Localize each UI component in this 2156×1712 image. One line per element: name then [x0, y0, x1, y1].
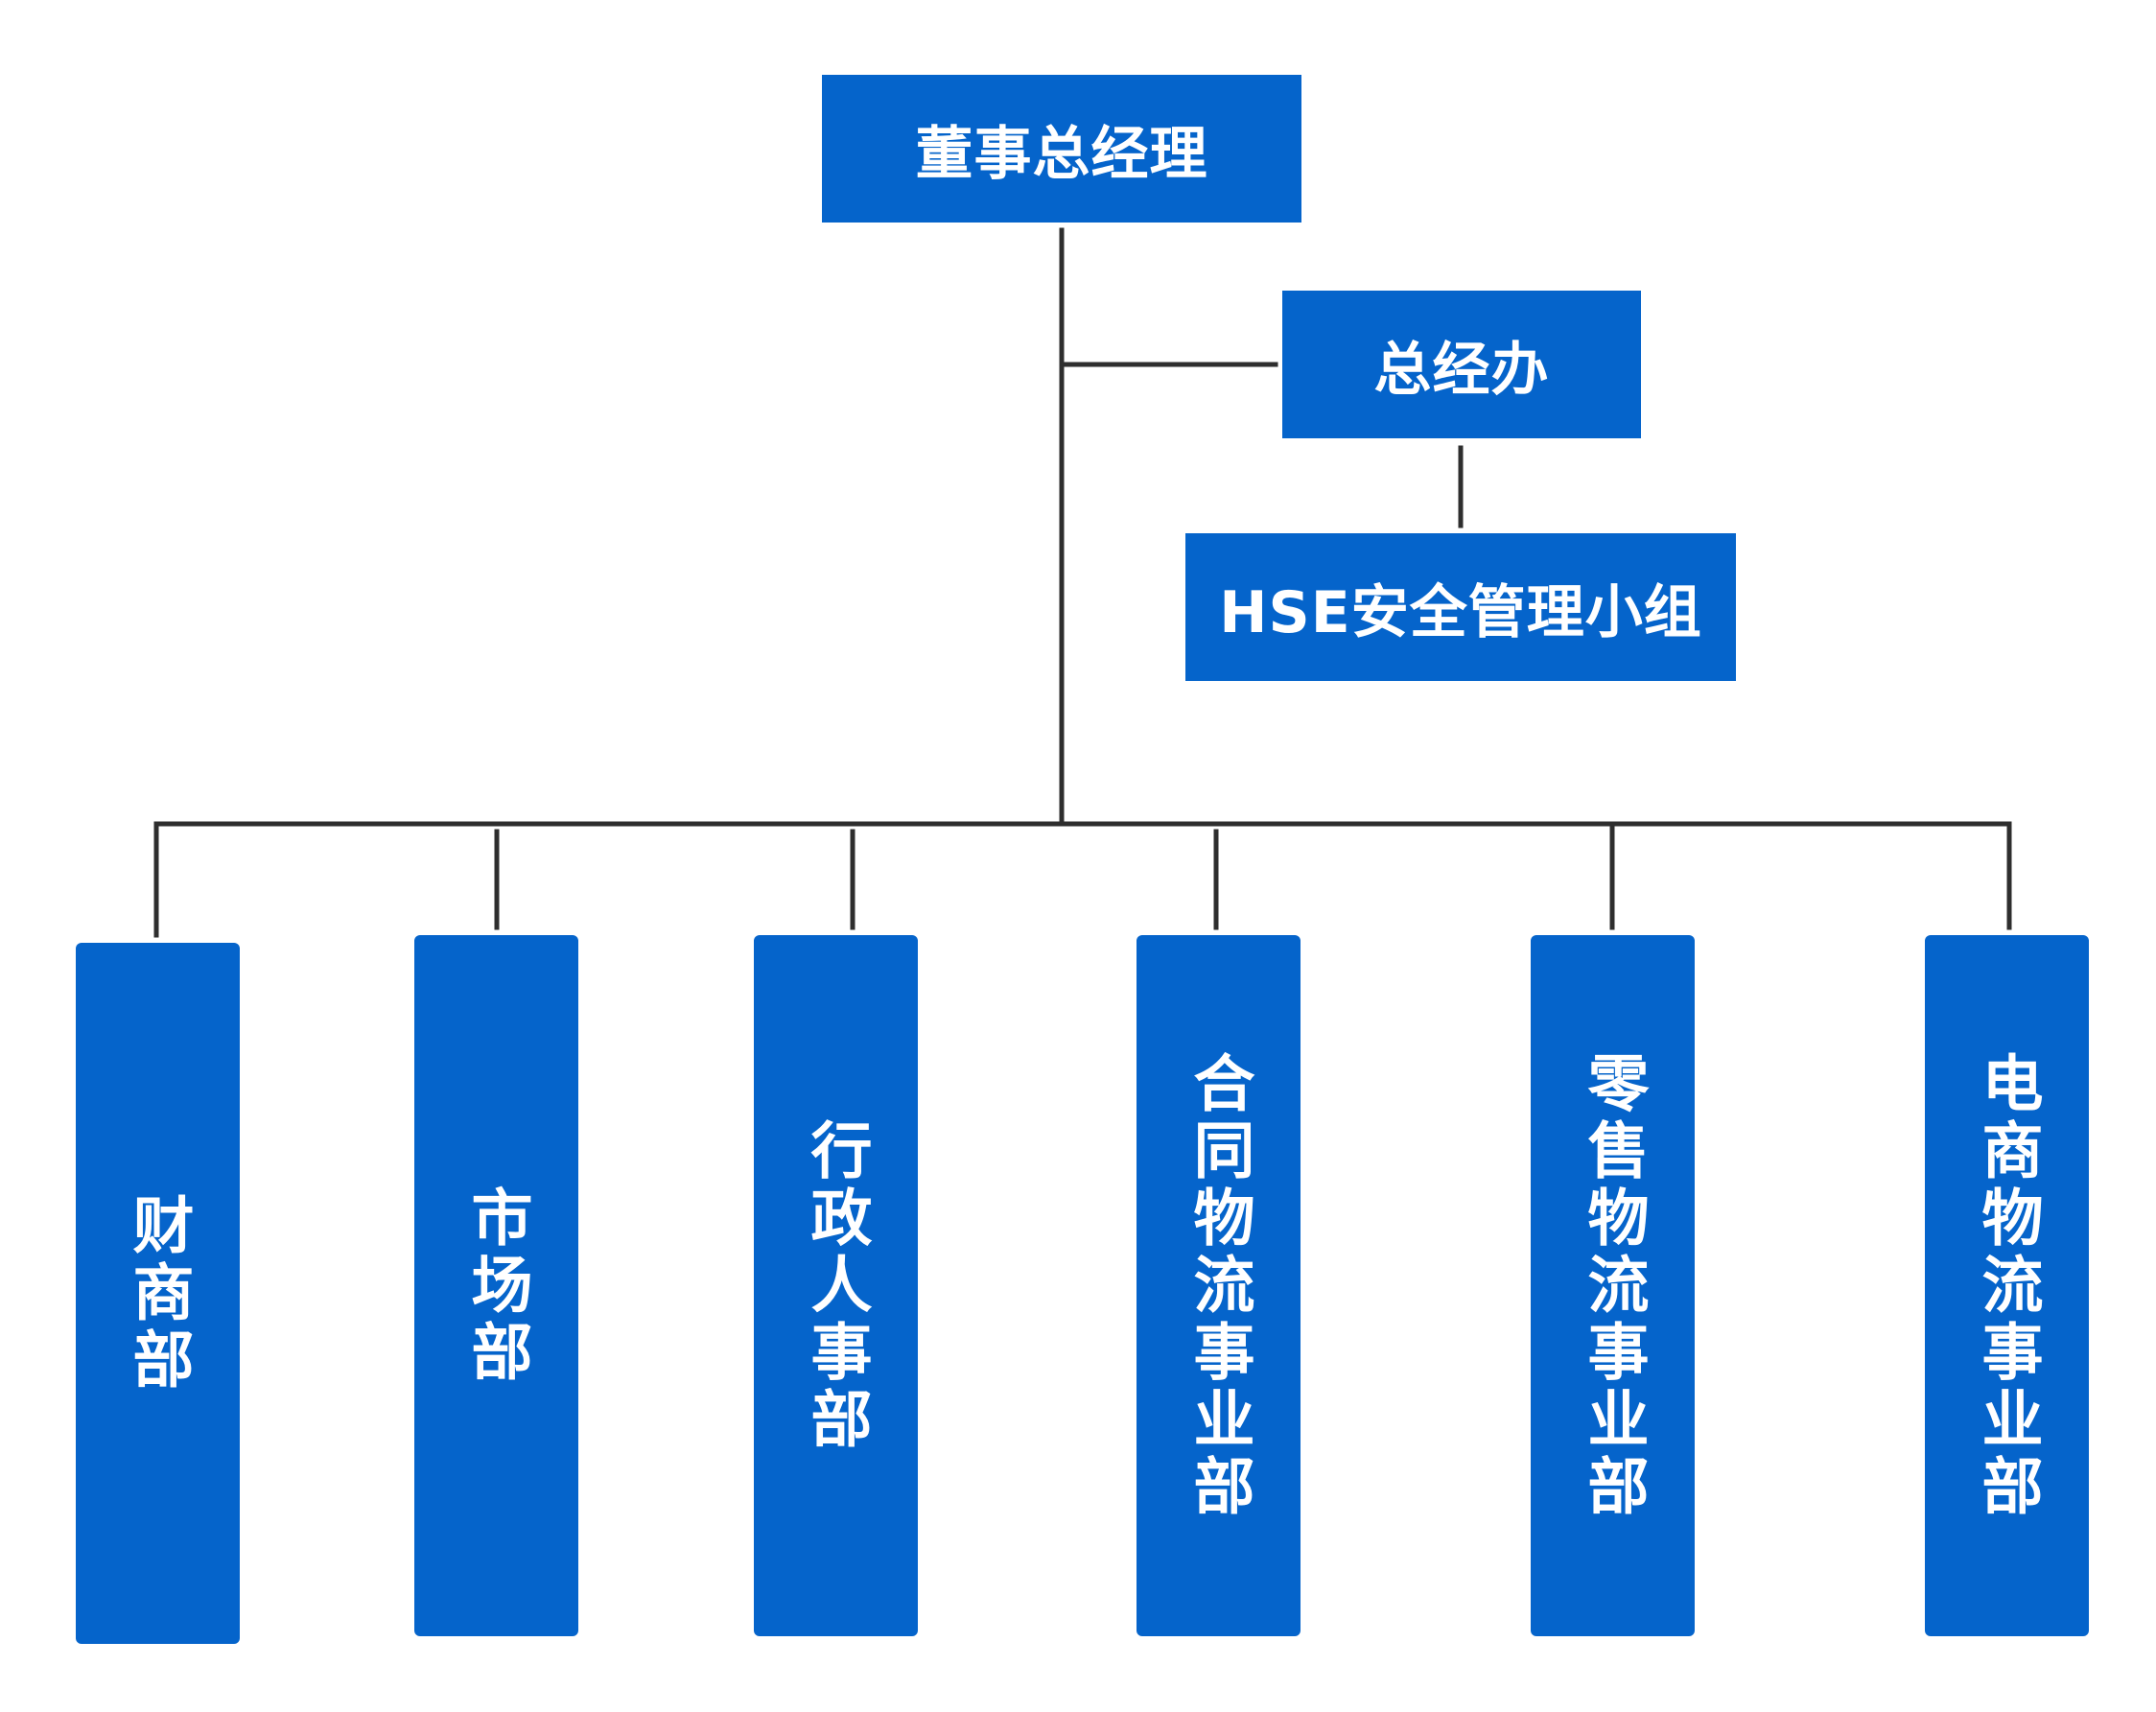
node-general-manager: 董事总经理 [822, 75, 1301, 223]
department-admin-hr: 行政人事部 [754, 935, 918, 1636]
department-finance: 财商部 [76, 943, 240, 1644]
node-hse-safety-group-label: HSE安全管理小组 [1219, 578, 1702, 646]
node-general-office-label: 总经办 [1373, 336, 1550, 404]
department-market-label: 市场部 [460, 1184, 532, 1387]
node-hse-safety-group: HSE安全管理小组 [1185, 533, 1736, 681]
department-market: 市场部 [414, 935, 578, 1636]
department-finance-label: 财商部 [122, 1192, 194, 1395]
node-general-office: 总经办 [1282, 291, 1641, 438]
department-admin-hr-label: 行政人事部 [800, 1117, 872, 1454]
department-ecommerce-logistics-label: 电商物流事业部 [1971, 1050, 2043, 1521]
department-retail-logistics: 零售物流事业部 [1531, 935, 1695, 1636]
department-retail-logistics-label: 零售物流事业部 [1577, 1050, 1649, 1521]
node-general-manager-label: 董事总经理 [915, 120, 1208, 188]
department-contract-logistics-label: 合同物流事业部 [1183, 1050, 1254, 1521]
department-ecommerce-logistics: 电商物流事业部 [1925, 935, 2089, 1636]
department-contract-logistics: 合同物流事业部 [1137, 935, 1301, 1636]
